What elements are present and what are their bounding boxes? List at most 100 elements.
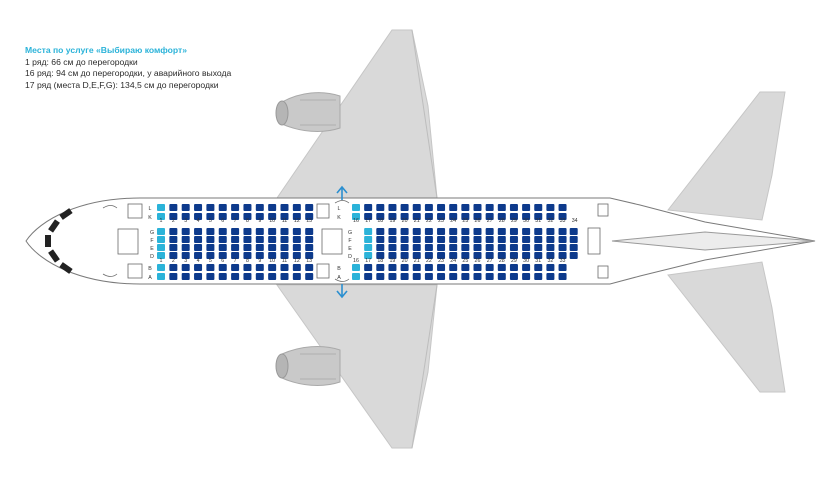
seat-9L[interactable] (255, 204, 264, 211)
seat-29E[interactable] (509, 244, 518, 251)
seat-32D[interactable] (546, 252, 555, 259)
seat-12D[interactable] (292, 252, 301, 259)
seat-5F[interactable] (206, 236, 215, 243)
seat-11A[interactable] (280, 273, 289, 280)
seat-27E[interactable] (485, 244, 494, 251)
seat-5E[interactable] (206, 244, 215, 251)
seat-33K[interactable] (558, 213, 567, 220)
seat-8K[interactable] (243, 213, 252, 220)
seat-30D[interactable] (522, 252, 531, 259)
seat-26L[interactable] (473, 204, 482, 211)
seat-19K[interactable] (388, 213, 397, 220)
seat-12K[interactable] (292, 213, 301, 220)
seat-2L[interactable] (169, 204, 178, 211)
seat-7L[interactable] (231, 204, 240, 211)
seat-18G[interactable] (376, 228, 385, 235)
seat-10A[interactable] (268, 273, 277, 280)
seat-19A[interactable] (388, 273, 397, 280)
seat-22F[interactable] (424, 236, 433, 243)
seat-9D[interactable] (255, 252, 264, 259)
seat-17G[interactable] (364, 228, 373, 235)
seat-25K[interactable] (461, 213, 470, 220)
seat-32F[interactable] (546, 236, 555, 243)
seat-18E[interactable] (376, 244, 385, 251)
seat-20F[interactable] (400, 236, 409, 243)
seat-20A[interactable] (400, 273, 409, 280)
seat-31L[interactable] (534, 204, 543, 211)
seat-33A[interactable] (558, 273, 567, 280)
seat-8B[interactable] (243, 264, 252, 271)
seat-20D[interactable] (400, 252, 409, 259)
seat-17K[interactable] (364, 213, 373, 220)
seat-6A[interactable] (218, 273, 227, 280)
seat-6E[interactable] (218, 244, 227, 251)
seat-9E[interactable] (255, 244, 264, 251)
seat-21A[interactable] (412, 273, 421, 280)
seat-5A[interactable] (206, 273, 215, 280)
seat-2B[interactable] (169, 264, 178, 271)
seat-2G[interactable] (169, 228, 178, 235)
seat-32K[interactable] (546, 213, 555, 220)
seat-4E[interactable] (194, 244, 203, 251)
seat-23K[interactable] (437, 213, 446, 220)
seat-29F[interactable] (509, 236, 518, 243)
seat-12L[interactable] (292, 204, 301, 211)
seat-22D[interactable] (424, 252, 433, 259)
seat-5B[interactable] (206, 264, 215, 271)
seat-11B[interactable] (280, 264, 289, 271)
seat-3L[interactable] (181, 204, 190, 211)
seat-22L[interactable] (424, 204, 433, 211)
seat-4B[interactable] (194, 264, 203, 271)
seat-4D[interactable] (194, 252, 203, 259)
seat-31D[interactable] (534, 252, 543, 259)
seat-13G[interactable] (305, 228, 314, 235)
seat-28B[interactable] (497, 264, 506, 271)
seat-30A[interactable] (522, 273, 531, 280)
seat-12G[interactable] (292, 228, 301, 235)
seat-21B[interactable] (412, 264, 421, 271)
seat-1D[interactable] (157, 252, 165, 259)
seat-4K[interactable] (194, 213, 203, 220)
seat-30E[interactable] (522, 244, 531, 251)
seat-31E[interactable] (534, 244, 543, 251)
seat-28E[interactable] (497, 244, 506, 251)
seat-7G[interactable] (231, 228, 240, 235)
seat-21E[interactable] (412, 244, 421, 251)
seat-1F[interactable] (157, 236, 165, 243)
seat-29A[interactable] (509, 273, 518, 280)
seat-24F[interactable] (449, 236, 458, 243)
seat-22E[interactable] (424, 244, 433, 251)
seat-26K[interactable] (473, 213, 482, 220)
seat-7D[interactable] (231, 252, 240, 259)
seat-6K[interactable] (218, 213, 227, 220)
seat-33E[interactable] (558, 244, 567, 251)
seat-3B[interactable] (181, 264, 190, 271)
seat-7F[interactable] (231, 236, 240, 243)
seat-9B[interactable] (255, 264, 264, 271)
seat-17D[interactable] (364, 252, 373, 259)
seat-22A[interactable] (424, 273, 433, 280)
seat-17A[interactable] (364, 273, 373, 280)
seat-32G[interactable] (546, 228, 555, 235)
seat-28G[interactable] (497, 228, 506, 235)
seat-7B[interactable] (231, 264, 240, 271)
seat-13B[interactable] (305, 264, 314, 271)
seat-1B[interactable] (157, 264, 165, 271)
seat-1A[interactable] (157, 273, 165, 280)
seat-13A[interactable] (305, 273, 314, 280)
seat-19L[interactable] (388, 204, 397, 211)
seat-27A[interactable] (485, 273, 494, 280)
seat-28D[interactable] (497, 252, 506, 259)
seat-33B[interactable] (558, 264, 567, 271)
seat-3G[interactable] (181, 228, 190, 235)
seat-2A[interactable] (169, 273, 178, 280)
seat-19D[interactable] (388, 252, 397, 259)
seat-11F[interactable] (280, 236, 289, 243)
seat-9K[interactable] (255, 213, 264, 220)
seat-5K[interactable] (206, 213, 215, 220)
seat-2D[interactable] (169, 252, 178, 259)
seat-31A[interactable] (534, 273, 543, 280)
seat-21K[interactable] (412, 213, 421, 220)
seat-21L[interactable] (412, 204, 421, 211)
seat-25B[interactable] (461, 264, 470, 271)
